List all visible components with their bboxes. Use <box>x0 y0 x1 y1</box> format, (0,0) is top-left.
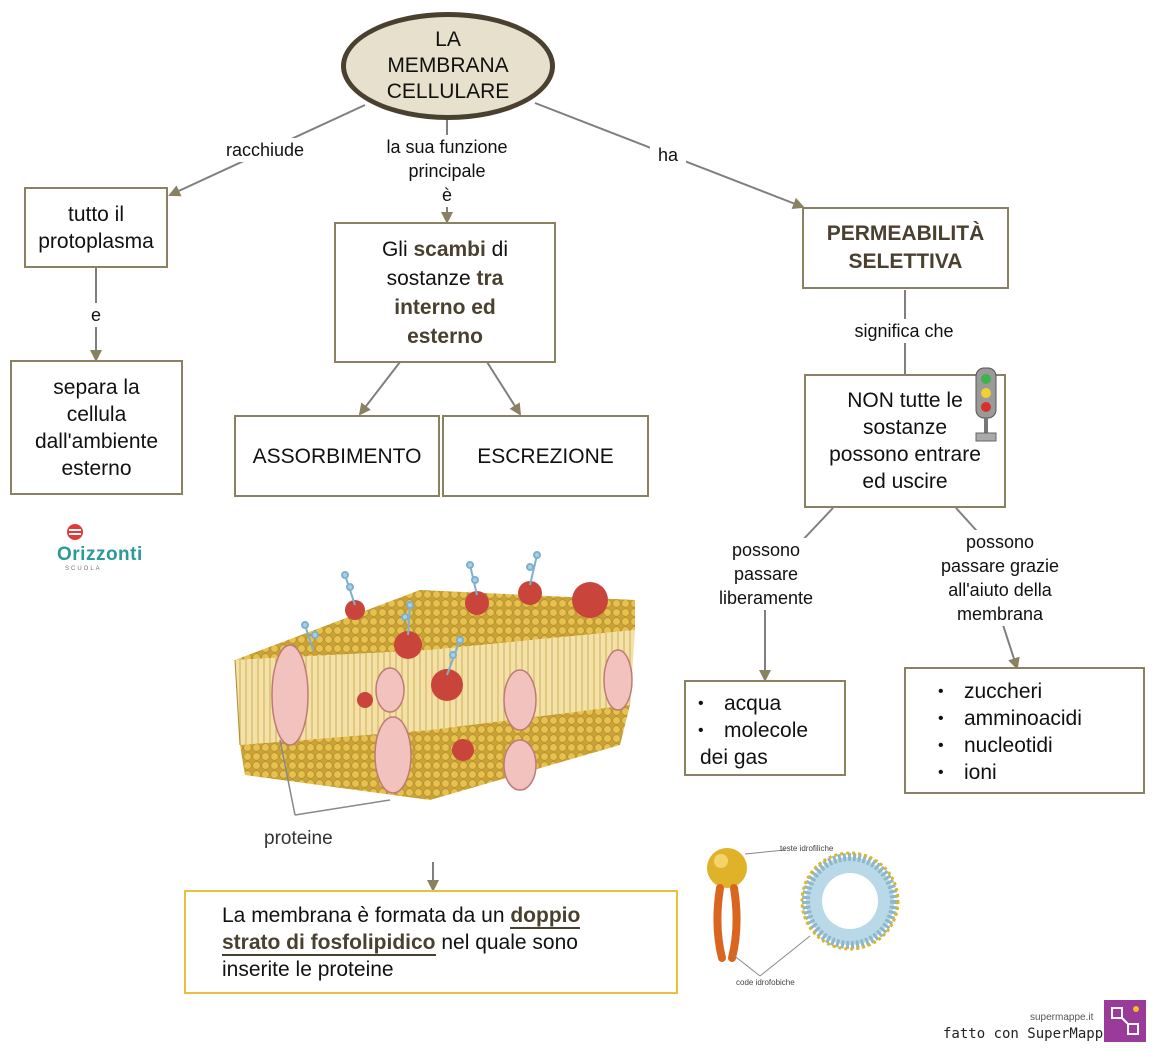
label-funzione: la sua funzione principale è <box>362 135 532 207</box>
node-formata-row-3: inserite le proteine <box>222 957 394 981</box>
node-permeabilita[interactable]: PERMEABILITÀ SELETTIVA <box>802 207 1009 289</box>
node-assorbimento[interactable]: ASSORBIMENTO <box>234 415 440 497</box>
link-grazie-2 <box>1002 624 1020 670</box>
link-escrezione <box>486 361 522 416</box>
node-non-tutte-line-3: possono entrare <box>829 443 981 466</box>
list-item: nucleotidi <box>936 732 1082 759</box>
node-scambi-row-1: Gli scambi di <box>382 235 508 264</box>
node-formata-text-2: nel quale sono <box>435 930 578 954</box>
node-separa-line-4: esterno <box>61 456 132 480</box>
label-liberamente-line-2: passare <box>733 564 799 584</box>
node-scambi-text-3: sostanze <box>386 266 477 290</box>
node-libere-content: acqua molecole dei gas <box>696 690 808 771</box>
supermappe-url: supermappe.it <box>1030 1012 1094 1023</box>
node-formata[interactable]: La membrana è formata da un doppio strat… <box>184 890 678 994</box>
supermappe-logo-icon <box>1104 1000 1146 1042</box>
node-aiuto-list: zuccheri amminoacidi nucleotidi ioni <box>936 678 1082 786</box>
node-separa-line-2: cellula <box>66 402 127 426</box>
node-protoplasma-line-1: tutto il <box>67 202 125 226</box>
label-grazie-line-2: passare grazie <box>940 556 1060 576</box>
node-non-tutte[interactable]: NON tutte le sostanze possono entrare ed… <box>804 374 1006 508</box>
orizzonti-mark-icon <box>67 524 83 540</box>
label-significa: significa che <box>838 319 970 343</box>
traffic-light-icon <box>975 367 997 442</box>
label-e: e <box>84 303 108 327</box>
orizzonti-logo: Orizzonti SCUOLA <box>57 522 157 574</box>
root-title-line-3: CELLULARE <box>386 80 510 103</box>
label-grazie-line-4: membrana <box>956 604 1044 624</box>
node-scambi-keyword-tra: tra <box>476 266 504 290</box>
list-item: molecole <box>696 717 808 744</box>
label-funzione-line-3: è <box>441 185 452 205</box>
list-item: amminoacidi <box>936 705 1082 732</box>
label-teste: teste idrofiliche <box>780 844 834 853</box>
node-protoplasma[interactable]: tutto il protoplasma <box>24 187 168 268</box>
node-separa-line-1: separa la <box>53 375 140 399</box>
label-grazie: possono passare grazie all'aiuto della m… <box>920 530 1080 626</box>
node-separa[interactable]: separa la cellula dall'ambiente esterno <box>10 360 183 495</box>
node-scambi-keyword-scambi: scambi <box>413 237 486 261</box>
link-assorbimento <box>358 361 401 416</box>
node-non-tutte-line-4: ed uscire <box>862 470 948 493</box>
node-separa-line-3: dall'ambiente <box>34 429 159 453</box>
node-non-tutte-line-2: sostanze <box>862 416 948 439</box>
label-liberamente-line-1: possono <box>731 540 801 560</box>
membrane-illustration <box>234 551 635 816</box>
list-item: ioni <box>936 759 1082 786</box>
node-scambi[interactable]: Gli scambi di sostanze tra interno ed es… <box>334 222 556 363</box>
supermappe-credit: fatto con SuperMappe <box>943 1026 1112 1042</box>
label-liberamente: possono passare liberamente <box>706 538 826 610</box>
root-title-line-1: LA <box>435 28 461 51</box>
node-libere-list: acqua molecole <box>696 690 808 744</box>
label-code: code idrofobiche <box>736 978 795 987</box>
orizzonti-name: Orizzonti <box>57 544 143 565</box>
node-permeabilita-line-2: SELETTIVA <box>848 250 963 273</box>
node-aiuto[interactable]: zuccheri amminoacidi nucleotidi ioni <box>904 667 1145 794</box>
node-permeabilita-line-1: PERMEABILITÀ <box>826 222 985 245</box>
node-scambi-text-2: di <box>485 237 509 261</box>
node-scambi-row-2: sostanze tra <box>387 264 504 293</box>
node-formata-row-1: La membrana è formata da un doppio <box>222 902 581 929</box>
root-title-line-2: MEMBRANA <box>387 54 509 77</box>
node-formata-text: La membrana è formata da un doppio strat… <box>222 902 581 983</box>
node-formata-keyword-strato: strato di fosfolipidico <box>222 930 436 956</box>
orizzonti-sub: SCUOLA <box>65 566 102 572</box>
node-scambi-keyword-interno: interno ed <box>394 295 496 319</box>
phospholipid-illustration <box>707 848 900 977</box>
label-ha: ha <box>650 143 686 167</box>
node-formata-row-2: strato di fosfolipidico nel quale sono <box>222 929 580 956</box>
node-libere[interactable]: acqua molecole dei gas <box>684 680 846 776</box>
node-non-tutte-line-1: NON tutte le <box>847 389 963 412</box>
label-racchiude: racchiude <box>215 138 315 162</box>
label-grazie-line-3: all'aiuto della <box>948 580 1052 600</box>
list-item: zuccheri <box>936 678 1082 705</box>
node-escrezione[interactable]: ESCREZIONE <box>442 415 649 497</box>
root-node[interactable]: LA MEMBRANA CELLULARE <box>341 12 555 120</box>
liposome-icon <box>800 851 900 951</box>
label-proteine: proteine <box>264 828 333 849</box>
node-formata-keyword-doppio: doppio <box>510 903 581 929</box>
label-funzione-line-1: la sua funzione <box>386 137 508 157</box>
label-grazie-line-1: possono <box>965 532 1035 552</box>
list-item: acqua <box>696 690 808 717</box>
node-libere-tail: dei gas <box>700 746 768 769</box>
node-formata-text-1: La membrana è formata da un <box>222 903 511 927</box>
label-funzione-line-2: principale <box>408 161 486 181</box>
node-protoplasma-line-2: protoplasma <box>38 229 154 253</box>
label-liberamente-line-3: liberamente <box>718 588 814 608</box>
node-scambi-text-1: Gli <box>381 237 414 261</box>
node-scambi-keyword-esterno: esterno <box>407 324 483 348</box>
